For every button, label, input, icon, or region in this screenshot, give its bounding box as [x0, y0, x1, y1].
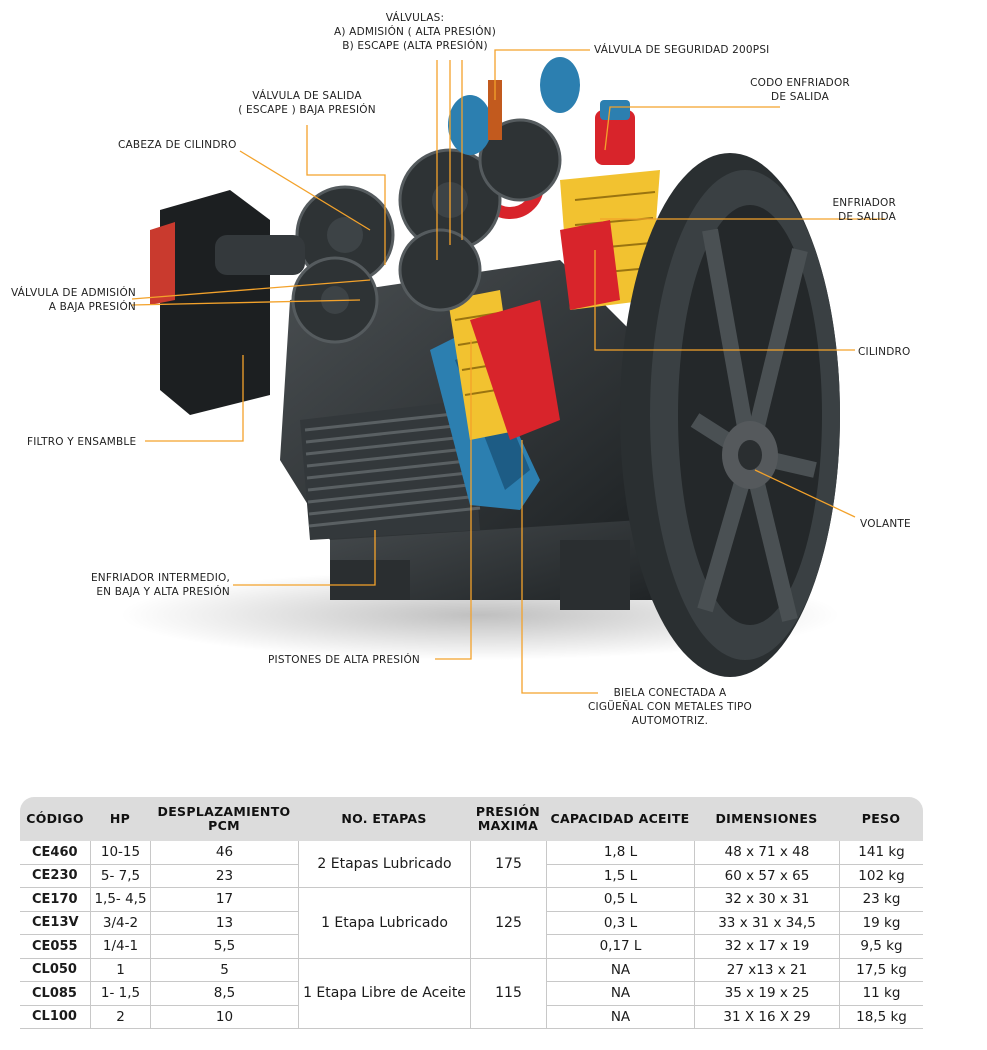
header-desplazamiento: DESPLAZAMIENTO PCM: [150, 797, 298, 841]
cell-etapas: 1 Etapa Lubricado: [298, 888, 470, 959]
cell-peso: 9,5 kg: [839, 935, 923, 959]
cell-codigo: CE13V: [20, 912, 90, 935]
cell-aceite: 0,17 L: [546, 935, 694, 959]
cell-dimensiones: 27 x13 x 21: [694, 958, 839, 982]
callout-enfriador-intermedio: ENFRIADOR INTERMEDIO, EN BAJA Y ALTA PRE…: [90, 572, 230, 598]
cell-aceite: NA: [546, 958, 694, 982]
cell-codigo: CL050: [20, 959, 90, 982]
cell-dimensiones: 33 x 31 x 34,5: [694, 911, 839, 935]
cell-hp: 1,5- 4,5: [90, 888, 150, 912]
header-hp: HP: [90, 797, 150, 841]
header-presion: PRESIÓN MAXIMA: [470, 797, 546, 841]
callout-valvulas: VÁLVULAS: A) ADMISIÓN ( ALTA PRESIÓN) B)…: [333, 12, 497, 52]
callout-cilindro: CILINDRO: [858, 346, 911, 358]
cell-codigo: CL100: [20, 1006, 90, 1029]
cell-aceite: 0,5 L: [546, 888, 694, 912]
cell-peso: 18,5 kg: [839, 1005, 923, 1029]
callout-valvula-seguridad: VÁLVULA DE SEGURIDAD 200PSI: [594, 44, 770, 56]
cell-pcm: 5,5: [150, 935, 298, 959]
header-dimensiones: DIMENSIONES: [694, 797, 839, 841]
cell-presion: 125: [470, 888, 546, 959]
table-row: CL085 1- 1,5 8,5 NA 35 x 19 x 25 11 kg: [20, 982, 923, 1006]
callout-pistones: PISTONES DE ALTA PRESIÓN: [268, 654, 420, 666]
callout-cabeza-cilindro: CABEZA DE CILINDRO: [118, 139, 237, 151]
callout-volante: VOLANTE: [860, 518, 911, 530]
cell-aceite: NA: [546, 1005, 694, 1029]
cell-pcm: 13: [150, 911, 298, 935]
cell-codigo: CE055: [20, 935, 90, 959]
callout-biela: BIELA CONECTADA A CIGÜEÑAL CON METALES T…: [588, 687, 752, 727]
cell-peso: 141 kg: [839, 841, 923, 865]
cell-pcm: 46: [150, 841, 298, 865]
cell-etapas: 2 Etapas Lubricado: [298, 841, 470, 888]
callout-valvula-salida: VÁLVULA DE SALIDA ( ESCAPE ) BAJA PRESIÓ…: [238, 90, 376, 116]
flywheel: [620, 153, 840, 677]
cell-aceite: 1,8 L: [546, 841, 694, 865]
table-row: CE055 1/4-1 5,5 0,17 L 32 x 17 x 19 9,5 …: [20, 935, 923, 959]
cell-codigo: CE460: [20, 841, 90, 865]
callout-enfriador-salida: ENFRIADOR DE SALIDA: [832, 197, 896, 223]
cell-aceite: 1,5 L: [546, 864, 694, 888]
cell-pcm: 23: [150, 864, 298, 888]
outlet-elbow: [488, 80, 635, 165]
header-peso: PESO: [839, 797, 923, 841]
spec-table: CÓDIGO HP DESPLAZAMIENTO PCM NO. ETAPAS …: [20, 797, 923, 1029]
cell-codigo: CE230: [20, 865, 90, 888]
cell-peso: 102 kg: [839, 864, 923, 888]
cell-aceite: NA: [546, 982, 694, 1006]
cell-peso: 11 kg: [839, 982, 923, 1006]
cell-dimensiones: 31 X 16 X 29: [694, 1005, 839, 1029]
callout-filtro: FILTRO Y ENSAMBLE: [27, 436, 137, 448]
cell-etapas: 1 Etapa Libre de Aceite: [298, 958, 470, 1029]
table-row: CE13V 3/4-2 13 0,3 L 33 x 31 x 34,5 19 k…: [20, 911, 923, 935]
cell-hp: 1- 1,5: [90, 982, 150, 1006]
header-etapas: NO. ETAPAS: [298, 797, 470, 841]
cell-pcm: 5: [150, 958, 298, 982]
cell-hp: 10-15: [90, 841, 150, 865]
callout-valvula-admision: VÁLVULA DE ADMISIÓN A BAJA PRESIÓN: [10, 287, 136, 313]
cell-aceite: 0,3 L: [546, 911, 694, 935]
cell-presion: 115: [470, 958, 546, 1029]
spec-table-body: CE460 10-15 46 2 Etapas Lubricado 175 1,…: [20, 841, 923, 1029]
cell-dimensiones: 35 x 19 x 25: [694, 982, 839, 1006]
cell-presion: 175: [470, 841, 546, 888]
table-row: CL050 1 5 1 Etapa Libre de Aceite 115 NA…: [20, 958, 923, 1029]
intercooler: [300, 400, 481, 540]
table-row: CE460 10-15 46 2 Etapas Lubricado 175 1,…: [20, 841, 923, 888]
table-row: CL100 2 10 NA 31 X 16 X 29 18,5 kg: [20, 1005, 923, 1029]
cell-hp: 3/4-2: [90, 911, 150, 935]
callout-codo-enfriador: CODO ENFRIADOR DE SALIDA: [750, 77, 850, 103]
cell-dimensiones: 32 x 17 x 19: [694, 935, 839, 959]
table-row: CE170 1,5- 4,5 17 1 Etapa Lubricado 125 …: [20, 888, 923, 959]
cell-peso: 17,5 kg: [839, 958, 923, 982]
cell-dimensiones: 32 x 30 x 31: [694, 888, 839, 912]
cell-codigo: CE170: [20, 888, 90, 912]
cell-hp: 5- 7,5: [90, 864, 150, 888]
cell-hp: 2: [90, 1005, 150, 1029]
cell-pcm: 8,5: [150, 982, 298, 1006]
cell-hp: 1: [90, 958, 150, 982]
header-aceite: CAPACIDAD ACEITE: [546, 797, 694, 841]
header-codigo: CÓDIGO: [20, 797, 90, 841]
cell-codigo: CL085: [20, 982, 90, 1006]
cell-pcm: 10: [150, 1005, 298, 1029]
table-row: CE230 5- 7,5 23 1,5 L 60 x 57 x 65 102 k…: [20, 864, 923, 888]
cell-dimensiones: 48 x 71 x 48: [694, 841, 839, 865]
compressor-illustration: [120, 49, 885, 694]
spec-table-header: CÓDIGO HP DESPLAZAMIENTO PCM NO. ETAPAS …: [20, 797, 923, 841]
cell-pcm: 17: [150, 888, 298, 912]
cell-peso: 19 kg: [839, 911, 923, 935]
cell-peso: 23 kg: [839, 888, 923, 912]
compressor-figure: VÁLVULAS: A) ADMISIÓN ( ALTA PRESIÓN) B)…: [10, 12, 911, 727]
cell-hp: 1/4-1: [90, 935, 150, 959]
leader-lines: [131, 49, 885, 694]
valve-caps: [448, 57, 580, 155]
cell-dimensiones: 60 x 57 x 65: [694, 864, 839, 888]
